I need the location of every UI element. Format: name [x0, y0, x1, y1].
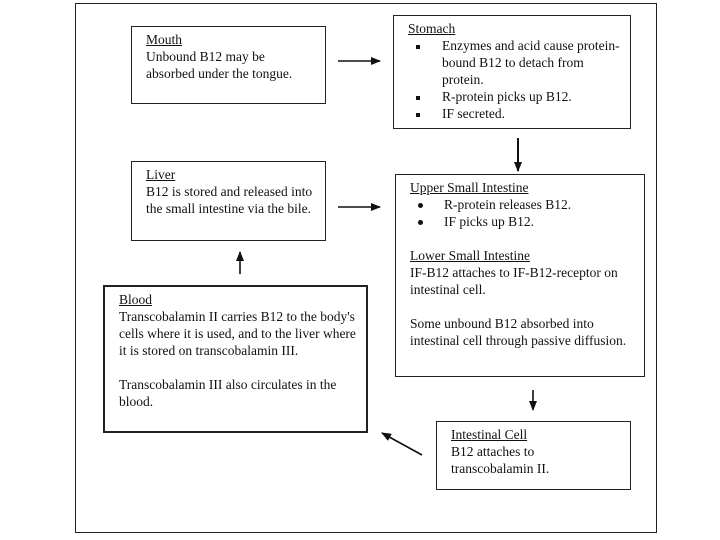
lower-small-intestine-text-2: Some unbound B12 absorbed into intestina… — [410, 316, 627, 348]
stomach-list: Enzymes and acid cause protein-bound B12… — [408, 37, 620, 122]
liver-text: B12 is stored and released into the smal… — [146, 184, 313, 216]
upper-small-intestine-item-text: R-protein releases B12. — [444, 197, 572, 212]
small-intestine-box: Upper Small Intestine R-protein releases… — [395, 174, 645, 377]
square-bullet-icon — [408, 88, 428, 105]
intestinal-cell-box: Intestinal Cell B12 attaches to transcob… — [436, 421, 631, 490]
stomach-item-text: Enzymes and acid cause protein-bound B12… — [442, 38, 620, 87]
upper-small-intestine-list: R-protein releases B12. IF picks up B12. — [410, 196, 634, 230]
upper-small-intestine-title: Upper Small Intestine — [410, 180, 529, 195]
lower-small-intestine-text: IF-B12 attaches to IF-B12-receptor on in… — [410, 265, 618, 297]
mouth-text: Unbound B12 may be absorbed under the to… — [146, 49, 293, 81]
lower-small-intestine-title: Lower Small Intestine — [410, 248, 530, 263]
blood-text-2: Transcobalamin III also circulates in th… — [119, 377, 337, 409]
dot-bullet-icon — [410, 196, 430, 213]
blood-text: Transcobalamin II carries B12 to the bod… — [119, 309, 356, 358]
stomach-title: Stomach — [408, 21, 456, 36]
stomach-item-text: R-protein picks up B12. — [442, 89, 572, 104]
intestinal-cell-title: Intestinal Cell — [451, 427, 528, 442]
upper-small-intestine-item-text: IF picks up B12. — [444, 214, 535, 229]
list-item: Enzymes and acid cause protein-bound B12… — [408, 37, 620, 88]
intestinal-cell-text: B12 attaches to transcobalamin II. — [451, 444, 550, 476]
blood-title: Blood — [119, 292, 153, 307]
square-bullet-icon — [408, 105, 428, 122]
stomach-item-text: IF secreted. — [442, 106, 505, 121]
list-item: IF secreted. — [408, 105, 620, 122]
list-item: R-protein picks up B12. — [408, 88, 620, 105]
stomach-box: Stomach Enzymes and acid cause protein-b… — [393, 15, 631, 129]
liver-box: Liver B12 is stored and released into th… — [131, 161, 326, 241]
square-bullet-icon — [408, 37, 428, 54]
dot-bullet-icon — [410, 213, 430, 230]
list-item: R-protein releases B12. — [410, 196, 634, 213]
list-item: IF picks up B12. — [410, 213, 634, 230]
mouth-title: Mouth — [146, 32, 183, 47]
diagram-frame — [75, 3, 657, 533]
mouth-box: Mouth Unbound B12 may be absorbed under … — [131, 26, 326, 104]
liver-title: Liver — [146, 167, 176, 182]
blood-box: Blood Transcobalamin II carries B12 to t… — [103, 285, 368, 433]
